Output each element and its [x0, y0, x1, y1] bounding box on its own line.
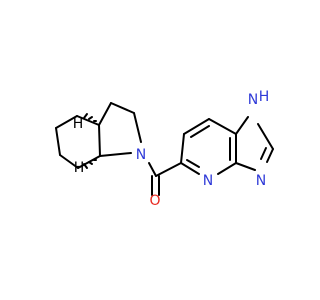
bond-n4-c5 [180, 162, 200, 175]
pyridine-ring [180, 118, 237, 175]
molecule-structure-diagram: N O N N N H H H [55, 89, 274, 209]
bond-n3-c2-double-2 [260, 147, 267, 160]
bond-carbonyl-c-ring-c [155, 162, 182, 177]
bond-c3-c2 [110, 102, 135, 114]
bond-c3a-c3 [98, 102, 112, 126]
bond-c3a-c7a [98, 124, 101, 157]
bond-c3a-n4 [217, 162, 237, 175]
bond-c6-c7 [59, 154, 79, 169]
imidazole-n3-label: N [256, 173, 266, 189]
stereo-h-bottom-label: H [74, 160, 85, 176]
pyridine-n-label: N [203, 173, 213, 189]
imidazole-n1-label: N [248, 92, 258, 108]
bond-c6-c7-pyr-double [183, 118, 210, 135]
pyrrolidine-n-label: N [136, 147, 146, 163]
carbonyl-o-label: O [149, 193, 160, 209]
bond-c6-c7-pyr-inner [190, 125, 210, 138]
stereo-h-top-label: H [73, 116, 84, 132]
pyrrolidine-ring [98, 102, 142, 157]
bond-c2-n [133, 112, 142, 143]
stereo-hash-bottom [83, 159, 97, 169]
bond-c4-c5 [55, 115, 78, 129]
bond-c3a-c4 [76, 115, 100, 126]
bond-c2-n1 [257, 123, 274, 150]
bond-n-carbonyl-c [148, 162, 157, 177]
bond-c5-c6 [55, 127, 61, 156]
imidazole-ring [235, 116, 274, 171]
amide-group [148, 162, 182, 196]
bond-c5-c6-pyr [180, 133, 185, 164]
bond-c7-c7a-pyr [208, 118, 237, 135]
bond-n1-c7a [235, 116, 249, 135]
stereo-hash-top [83, 113, 97, 122]
bond-c3a-n3 [235, 162, 256, 171]
bond-n4-c5-inner [186, 159, 200, 168]
bond-c7a-n [99, 152, 132, 157]
imidazole-nh-h-label: H [259, 89, 270, 105]
bond-n3-c2-double-1 [266, 148, 274, 163]
